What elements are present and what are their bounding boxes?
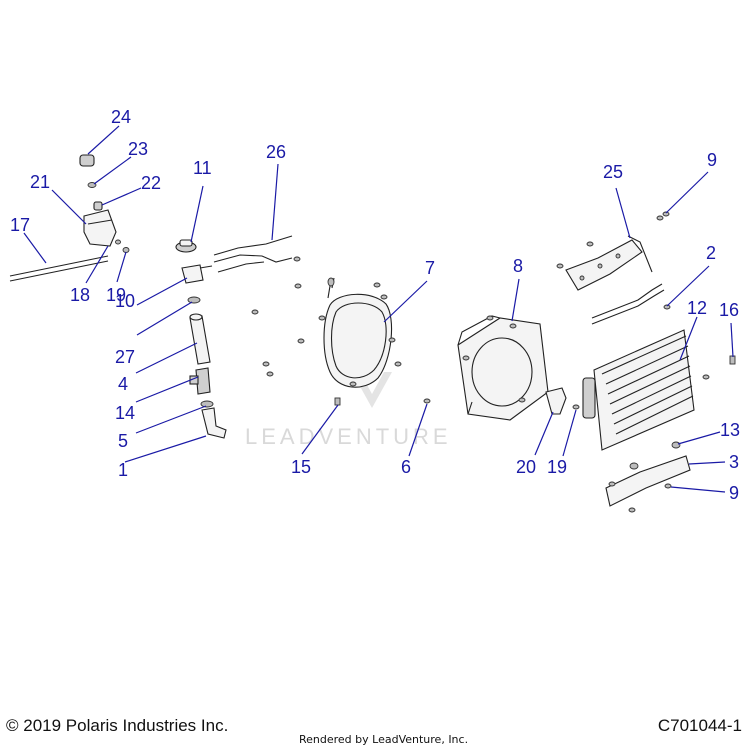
callout-9-top: 9 (707, 150, 717, 170)
callout-20: 20 (516, 457, 536, 477)
part-13-fastener (671, 441, 681, 449)
callout-17: 17 (10, 215, 30, 235)
callout-5: 5 (118, 431, 128, 451)
part-3-lower-bracket (605, 455, 691, 513)
part-9-fastener-bottom (664, 483, 672, 489)
leader-lines (23, 125, 734, 493)
part-8-shroud-frame (457, 315, 549, 421)
part-14-tee-fitting (189, 367, 211, 395)
copyright-text: © 2019 Polaris Industries Inc. (6, 716, 229, 735)
callout-3: 3 (729, 452, 739, 472)
callout-1: 1 (118, 460, 128, 480)
callout-6: 6 (401, 457, 411, 477)
part-22-fitting (93, 201, 103, 211)
callout-10: 10 (115, 291, 135, 311)
part-11-radiator-cap (175, 239, 197, 253)
callout-26: 26 (266, 142, 286, 162)
callout-27: 27 (115, 347, 135, 367)
callout-22: 22 (141, 173, 161, 193)
callout-11: 11 (193, 158, 212, 178)
callout-15: 15 (291, 457, 311, 477)
callout-25: 25 (603, 162, 623, 182)
callout-23: 23 (128, 139, 148, 159)
part-1-elbow-hose (201, 407, 227, 439)
rendered-by-text: Rendered by LeadVenture, Inc. (299, 733, 469, 746)
callout-21: 21 (30, 172, 50, 192)
part-20-bracket (545, 387, 567, 415)
callout-13: 13 (720, 420, 740, 440)
callout-19-left: 19 (106, 285, 126, 305)
part-21-reservoir-tank (83, 209, 117, 247)
part-7-fan-assembly (318, 277, 396, 388)
callout-9-bottom: 9 (729, 483, 739, 503)
part-12-radiator (582, 304, 710, 451)
part-27-clamp (187, 296, 201, 304)
fan-fasteners (251, 256, 431, 404)
part-code: C701044-1 (657, 716, 742, 735)
part-16-fastener (729, 355, 736, 365)
callout-numbers: 24 23 22 21 17 18 19 11 26 10 27 4 14 5 … (10, 107, 740, 503)
callout-4: 4 (118, 374, 128, 394)
part-15-fastener (334, 397, 341, 406)
part-19-fastener-right (572, 404, 580, 410)
callout-24: 24 (111, 107, 131, 127)
part-26-hose-pipes (213, 235, 293, 273)
callout-14: 14 (115, 403, 135, 423)
callout-7: 7 (425, 258, 435, 278)
part-24-cap (79, 154, 95, 167)
callout-8: 8 (513, 256, 523, 276)
callout-16: 16 (719, 300, 739, 320)
part-19-fastener-left (115, 239, 130, 253)
callout-19-right: 19 (547, 457, 567, 477)
part-2-hose (591, 283, 665, 325)
callout-2: 2 (706, 243, 716, 263)
callout-18: 18 (70, 285, 90, 305)
part-4-hose-tube (189, 313, 211, 365)
callout-12: 12 (687, 298, 707, 318)
part-5-clamp (200, 400, 214, 408)
part-17-overflow-hose (9, 255, 109, 282)
part-25-top-bracket (556, 215, 664, 291)
part-10-filler-neck (181, 264, 213, 284)
watermark-text: LEADVENTURE (245, 424, 452, 449)
part-9-fastener-top (662, 211, 670, 217)
